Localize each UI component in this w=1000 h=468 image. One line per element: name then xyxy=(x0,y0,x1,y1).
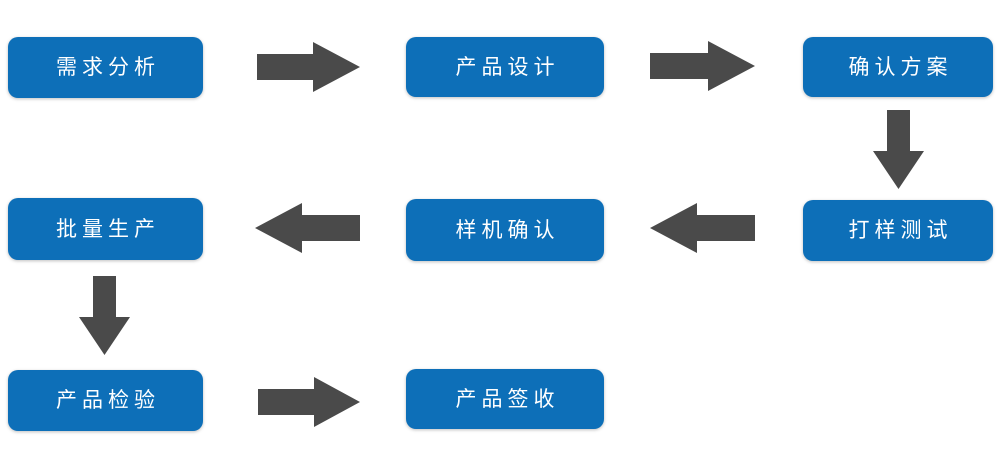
node-label: 确认方案 xyxy=(848,54,953,79)
right-arrow-icon xyxy=(257,42,360,92)
right-arrow-icon xyxy=(650,41,755,91)
flow-connector xyxy=(258,377,360,427)
node-prototype-confirmation: 样机确认 xyxy=(406,199,604,261)
down-arrow-icon xyxy=(79,276,130,355)
right-arrow-icon xyxy=(258,377,360,427)
node-product-inspection: 产品检验 xyxy=(8,370,203,431)
left-arrow-icon xyxy=(650,203,755,253)
node-label: 需求分析 xyxy=(56,55,160,79)
flow-connector xyxy=(873,110,924,189)
left-arrow-icon xyxy=(255,203,360,253)
node-mass-production: 批量生产 xyxy=(8,198,203,260)
node-label: 样机确认 xyxy=(455,217,560,242)
node-product-design: 产品设计 xyxy=(406,37,604,97)
flow-connector xyxy=(255,203,360,253)
flow-connector xyxy=(257,42,360,92)
node-requirements-analysis: 需求分析 xyxy=(8,37,203,98)
node-sample-testing: 打样测试 xyxy=(803,200,993,261)
node-label: 产品设计 xyxy=(455,54,560,79)
node-product-acceptance: 产品签收 xyxy=(406,369,604,429)
flow-connector xyxy=(650,203,755,253)
down-arrow-icon xyxy=(873,110,924,189)
node-label: 产品签收 xyxy=(455,386,560,411)
node-label: 产品检验 xyxy=(56,388,160,412)
flow-connector xyxy=(650,41,755,91)
node-confirm-plan: 确认方案 xyxy=(803,37,993,97)
flow-connector xyxy=(79,276,130,355)
node-label: 打样测试 xyxy=(848,218,953,242)
node-label: 批量生产 xyxy=(56,216,160,241)
